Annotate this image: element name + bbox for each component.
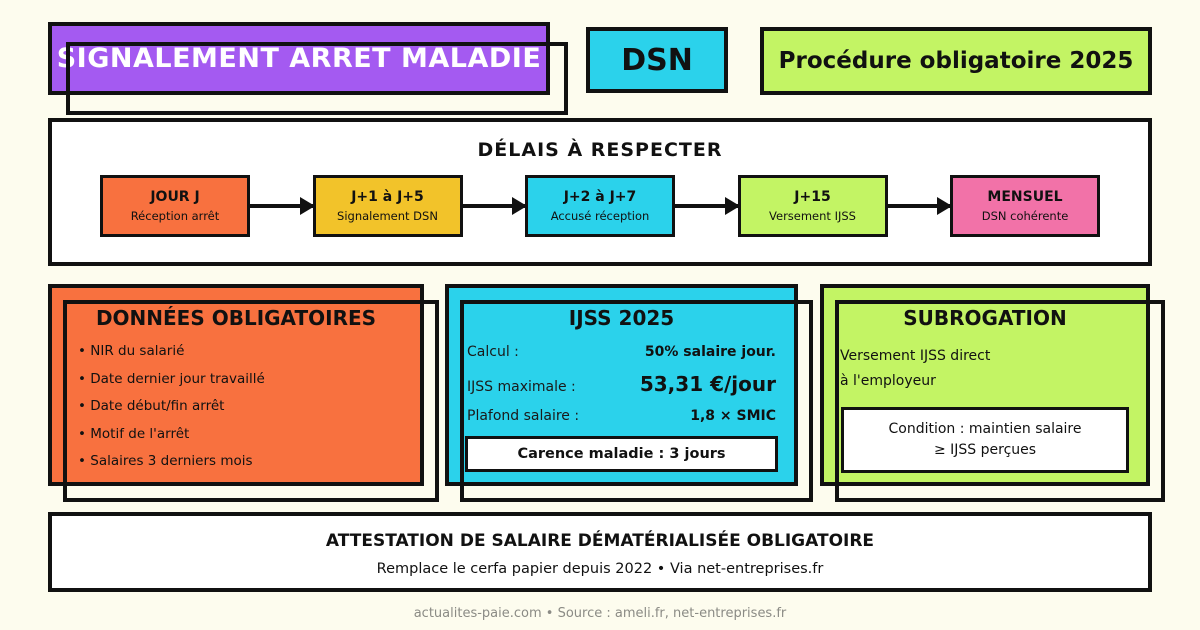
row-value: 53,31 €/jour [639,372,776,396]
card-subrogation-box: SUBROGATION Versement IJSS direct à l'em… [820,284,1150,486]
card-ijss-box: IJSS 2025 Calcul : 50% salaire jour. IJS… [445,284,798,486]
ijss-row-maximale: IJSS maximale : 53,31 €/jour [467,372,776,396]
page-title: SIGNALEMENT ARRÊT MALADIE [56,43,542,74]
timeline-step-j1-j5: J+1 à J+5 Signalement DSN [312,175,463,237]
condition-line: ≥ IJSS perçues [933,442,1037,458]
timeline-step-j2-j7: J+2 à J+7 Accusé réception [525,175,675,237]
attestation-title: ATTESTATION DE SALAIRE DÉMATÉRIALISÉE OB… [325,531,875,551]
arrow-right-icon [250,197,314,215]
step-label: JOUR J [150,189,200,205]
ijss-row-calcul: Calcul : 50% salaire jour. [467,344,776,360]
donnees-list: NIR du salarié Date dernier jour travail… [52,343,420,469]
step-label: J+15 [794,189,831,205]
dsn-badge: DSN [586,27,728,93]
subrogation-body: Versement IJSS direct à l'employeur [824,344,1146,393]
list-item: Motif de l'arrêt [78,426,420,442]
step-sublabel: Signalement DSN [337,209,438,223]
subrogation-line: à l'employeur [840,373,936,389]
attestation-subtitle: Remplace le cerfa papier depuis 2022 • V… [376,561,824,577]
title-banner: SIGNALEMENT ARRÊT MALADIE [48,22,568,115]
list-item: Date dernier jour travaillé [78,371,420,387]
list-item: Date début/fin arrêt [78,398,420,414]
step-sublabel: Accusé réception [550,209,650,223]
card-title: IJSS 2025 [568,306,675,330]
step-label: J+2 à J+7 [563,189,637,205]
subrogation-line: Versement IJSS direct [840,348,991,364]
row-label: Plafond salaire : [467,408,580,424]
cards-row: DONNÉES OBLIGATOIRES NIR du salarié Date… [48,284,1165,502]
carence-highlight: Carence maladie : 3 jours [465,436,778,472]
card-donnees-box: DONNÉES OBLIGATOIRES NIR du salarié Date… [48,284,424,486]
title-box: SIGNALEMENT ARRÊT MALADIE [48,22,550,95]
arrow-right-icon [887,197,952,215]
timeline-title: DÉLAIS À RESPECTER [477,139,723,161]
step-sublabel: Versement IJSS [769,209,856,223]
timeline-row: JOUR J Réception arrêt J+1 à J+5 Signale… [52,175,1148,237]
ijss-row-plafond: Plafond salaire : 1,8 × SMIC [467,408,776,424]
timeline-step-j15: J+15 Versement IJSS [737,175,888,237]
timeline-step-mensuel: MENSUEL DSN cohérente [950,175,1100,237]
timeline-section: DÉLAIS À RESPECTER JOUR J Réception arrê… [48,118,1152,266]
header: SIGNALEMENT ARRÊT MALADIE DSN Procédure … [48,22,1152,115]
list-item: NIR du salarié [78,343,420,359]
card-title: DONNÉES OBLIGATOIRES [95,306,377,330]
condition-box: Condition : maintien salaire ≥ IJSS perç… [841,407,1129,473]
step-label: J+1 à J+5 [351,189,424,205]
row-label: Calcul : [467,344,519,360]
arrow-right-icon [462,197,527,215]
arrow-right-icon [675,197,739,215]
row-label: IJSS maximale : [467,379,576,395]
footer-source: actualites-paie.com • Source : ameli.fr,… [413,606,787,621]
ijss-rows: Calcul : 50% salaire jour. IJSS maximale… [449,344,794,424]
list-item: Salaires 3 derniers mois [78,453,420,469]
row-value: 50% salaire jour. [644,344,776,360]
card-donnees-obligatoires: DONNÉES OBLIGATOIRES NIR du salarié Date… [48,284,439,502]
procedure-badge: Procédure obligatoire 2025 [760,27,1152,95]
condition-line: Condition : maintien salaire [888,421,1082,437]
timeline-step-jour-j: JOUR J Réception arrêt [100,175,250,237]
step-sublabel: DSN cohérente [981,209,1069,223]
row-value: 1,8 × SMIC [690,408,776,424]
step-sublabel: Réception arrêt [130,209,220,223]
step-label: MENSUEL [987,189,1063,205]
card-subrogation: SUBROGATION Versement IJSS direct à l'em… [820,284,1165,502]
card-ijss-2025: IJSS 2025 Calcul : 50% salaire jour. IJS… [445,284,813,502]
card-title: SUBROGATION [903,306,1067,330]
attestation-section: ATTESTATION DE SALAIRE DÉMATÉRIALISÉE OB… [48,512,1152,592]
